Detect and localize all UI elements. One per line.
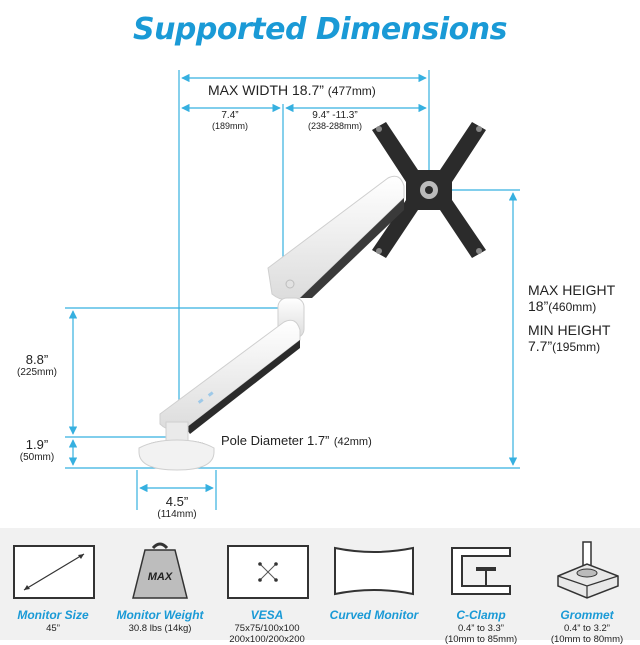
width-a-metric: (189mm): [211, 121, 248, 131]
pole-diameter-metric: (42mm): [333, 436, 372, 448]
grommet-icon: [557, 541, 619, 599]
curved-monitor-icon: [334, 546, 414, 596]
feature-grommet: Grommet 0.4” to 3.2” (10mm to 80mm): [534, 528, 640, 645]
weight-icon-text: MAX: [148, 571, 173, 583]
dimension-lines: [65, 70, 520, 510]
base-width-metric: (114mm): [157, 509, 197, 520]
width-b-value: 9.4” -11.3”: [312, 110, 358, 121]
upper-arm: [267, 175, 405, 301]
feature-name: Monitor Size: [17, 608, 89, 622]
feature-name: C-Clamp: [456, 608, 506, 622]
max-height-value: 18”: [528, 298, 549, 314]
arm-height-value: 8.8”: [25, 352, 49, 367]
feature-curved-monitor: Curved Monitor: [321, 528, 427, 640]
feature-name: Monitor Weight: [116, 608, 204, 622]
feature-name: Grommet: [560, 608, 614, 622]
vesa-icon: [227, 545, 309, 599]
width-b-label: 9.4” -11.3” (238-288mm): [292, 110, 378, 131]
pole-and-base: [138, 421, 215, 471]
feature-detail: 30.8 lbs (14kg): [128, 623, 192, 634]
feature-vesa: VESA 75x75/100x100 200x100/200x200: [214, 528, 320, 645]
min-height-label: MIN HEIGHT 7.7”(195mm): [528, 322, 610, 354]
feature-monitor-weight: MAX Monitor Weight 30.8 lbs (14kg): [107, 528, 213, 640]
feature-detail: 45”: [46, 623, 60, 634]
max-width-value: MAX WIDTH 18.7”: [208, 82, 324, 98]
base-height-value: 1.9”: [25, 437, 49, 452]
max-width-label: MAX WIDTH 18.7” (477mm): [208, 82, 376, 98]
monitor-arm-diagram: [65, 70, 520, 510]
max-height-metric: (460mm): [548, 300, 597, 314]
feature-detail: 0.4” to 3.2”: [564, 623, 610, 634]
max-width-metric: (477mm): [327, 84, 376, 98]
feature-detail: 75x75/100x100: [234, 623, 300, 634]
base-width-value: 4.5”: [165, 494, 189, 509]
weight-icon: MAX: [132, 542, 188, 599]
feature-monitor-size: Monitor Size 45”: [0, 528, 106, 640]
feature-name: Curved Monitor: [329, 608, 419, 622]
arm-height-label: 8.8” (225mm): [6, 352, 68, 378]
c-clamp-icon: [451, 547, 511, 595]
min-height-metric: (195mm): [552, 340, 601, 354]
feature-name: VESA: [250, 608, 284, 622]
pole-diameter-value: Pole Diameter 1.7”: [221, 433, 330, 448]
max-height-label: MAX HEIGHT 18”(460mm): [528, 282, 615, 314]
max-height-title: MAX HEIGHT: [528, 282, 616, 298]
min-height-value: 7.7”: [528, 338, 553, 354]
vesa-bracket: [372, 122, 486, 258]
min-height-title: MIN HEIGHT: [528, 322, 611, 338]
base-width-label: 4.5” (114mm): [137, 494, 217, 520]
base-height-label: 1.9” (50mm): [6, 437, 68, 463]
width-a-label: 7.4” (189mm): [190, 110, 270, 131]
feature-detail: 0.4” to 3.3”: [458, 623, 504, 634]
pole-diameter-label: Pole Diameter 1.7” (42mm): [221, 432, 372, 450]
monitor-size-icon: [13, 545, 95, 599]
feature-c-clamp: C-Clamp 0.4” to 3.3” (10mm to 85mm): [428, 528, 534, 645]
page-title: Supported Dimensions: [132, 12, 508, 47]
width-a-value: 7.4”: [221, 110, 239, 121]
lower-arm: [159, 319, 301, 434]
width-b-metric: (238-288mm): [307, 121, 363, 131]
arm-height-metric: (225mm): [16, 367, 57, 378]
feature-panel: Monitor Size 45” MAX Monitor Weight 30.8…: [0, 528, 640, 645]
base-height-metric: (50mm): [19, 452, 55, 463]
